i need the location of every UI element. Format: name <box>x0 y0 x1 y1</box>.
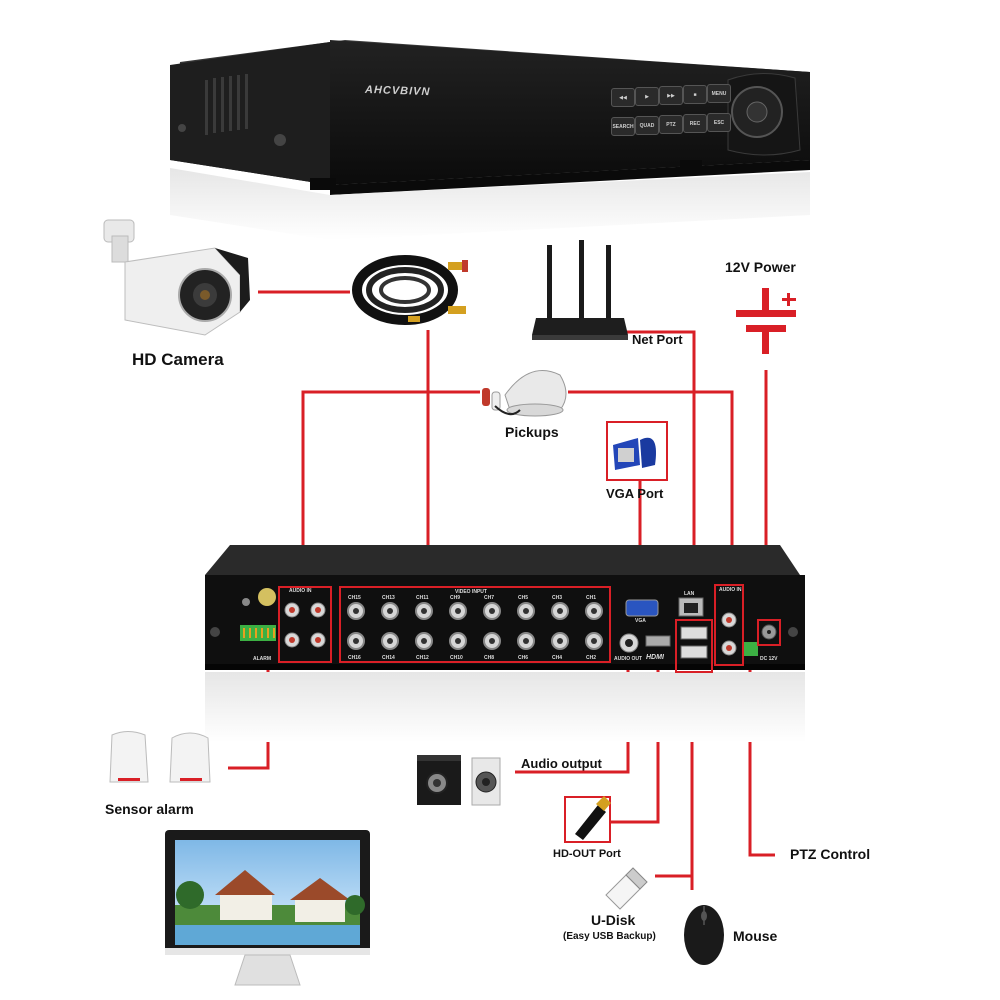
front-button-3[interactable]: ▶▶ <box>659 86 683 105</box>
bnc-connector <box>551 602 569 620</box>
label-audio-output: Audio output <box>521 756 602 771</box>
dvr-front-view <box>170 40 810 240</box>
hd-camera-device <box>103 219 250 336</box>
channel-label: CH3 <box>552 595 563 601</box>
speakers-device <box>417 755 501 806</box>
channel-label: CH2 <box>586 655 597 661</box>
bnc-connector <box>483 632 501 650</box>
label-u-disk: U-Disk <box>591 912 636 928</box>
label-u-disk-sub: (Easy USB Backup) <box>563 931 656 942</box>
bnc-connector <box>381 602 399 620</box>
channel-label: CH16 <box>348 655 361 661</box>
bnc-connector <box>517 602 535 620</box>
dvr-rear-view <box>205 545 805 742</box>
router-device <box>532 240 628 340</box>
bnc-pin <box>353 608 359 614</box>
rear-audio-in-left: AUDIO IN <box>289 588 312 594</box>
bnc-connector <box>483 602 501 620</box>
front-button-5[interactable]: MENU <box>707 84 731 103</box>
label-power: 12V Power <box>725 259 796 275</box>
channel-label: CH5 <box>518 595 529 601</box>
bnc-connector <box>551 632 569 650</box>
bnc-connector <box>381 632 399 650</box>
label-mouse: Mouse <box>733 928 778 944</box>
bnc-pin <box>591 638 597 644</box>
channel-label: CH6 <box>518 655 529 661</box>
channel-label: CH9 <box>450 595 461 601</box>
bnc-pin <box>455 638 461 644</box>
bnc-pin <box>455 608 461 614</box>
bnc-connector <box>585 632 603 650</box>
rear-hdmi: HDMI <box>646 654 664 661</box>
vga-device <box>606 421 668 481</box>
sensor-alarm-device <box>109 731 211 783</box>
brand-logo: AHCVBIVN <box>364 83 431 99</box>
channel-label: CH14 <box>382 655 395 661</box>
front-button-6[interactable]: SEARCH <box>611 117 635 136</box>
bnc-connector <box>449 602 467 620</box>
bnc-connector <box>415 632 433 650</box>
channel-label: CH12 <box>416 655 429 661</box>
channel-label: CH11 <box>416 595 429 601</box>
channel-label: CH4 <box>552 655 563 661</box>
front-button-4[interactable]: ■ <box>683 85 707 104</box>
mouse-device <box>684 905 724 965</box>
label-hd-out-port: HD-OUT Port <box>553 848 621 860</box>
bnc-connector <box>517 632 535 650</box>
bnc-pin <box>557 638 563 644</box>
rear-dc: DC 12V <box>760 656 778 662</box>
monitor-device <box>165 830 370 986</box>
bnc-pin <box>387 638 393 644</box>
channel-label: CH10 <box>450 655 463 661</box>
channel-label: CH7 <box>484 595 495 601</box>
bnc-pin <box>421 638 427 644</box>
bnc-pin <box>489 608 495 614</box>
label-hd-camera: HD Camera <box>132 350 224 369</box>
coax-cable-device <box>352 255 468 325</box>
bnc-pin <box>353 638 359 644</box>
bnc-connector <box>347 602 365 620</box>
power-symbol <box>736 288 796 354</box>
label-ptz-control: PTZ Control <box>790 846 871 862</box>
front-button-10[interactable]: ESC <box>707 113 731 132</box>
rear-lan: LAN <box>684 591 695 597</box>
bnc-pin <box>523 638 529 644</box>
label-pickups: Pickups <box>505 424 559 440</box>
bnc-connector <box>415 602 433 620</box>
bnc-pin <box>523 608 529 614</box>
rear-audio-in-right: AUDIO IN <box>719 587 742 593</box>
rear-vga: VGA <box>635 618 646 624</box>
front-button-7[interactable]: QUAD <box>635 116 659 135</box>
channel-label: CH8 <box>484 655 495 661</box>
rear-video-input: VIDEO INPUT <box>455 589 487 595</box>
hdmi-cable-device <box>564 796 611 843</box>
bnc-pin <box>591 608 597 614</box>
channel-label: CH13 <box>382 595 395 601</box>
rear-audio-out: AUDIO OUT <box>614 656 643 662</box>
bnc-pin <box>421 608 427 614</box>
front-button-8[interactable]: PTZ <box>659 115 683 134</box>
bnc-pin <box>557 608 563 614</box>
front-button-9[interactable]: REC <box>683 114 707 133</box>
bnc-connector <box>585 602 603 620</box>
bnc-connector <box>347 632 365 650</box>
bnc-connector <box>449 632 467 650</box>
front-button-1[interactable]: ◀◀ <box>611 88 635 107</box>
bnc-pin <box>387 608 393 614</box>
pickup-device <box>482 370 567 417</box>
channel-label: CH15 <box>348 595 361 601</box>
label-vga-port: VGA Port <box>606 486 664 501</box>
rear-alarm: ALARM <box>253 656 272 662</box>
label-sensor-alarm: Sensor alarm <box>105 801 194 817</box>
usb-disk-device <box>605 867 648 910</box>
channel-label: CH1 <box>586 595 597 601</box>
front-button-2[interactable]: ▶ <box>635 87 659 106</box>
label-net-port: Net Port <box>632 332 683 347</box>
bnc-pin <box>489 638 495 644</box>
